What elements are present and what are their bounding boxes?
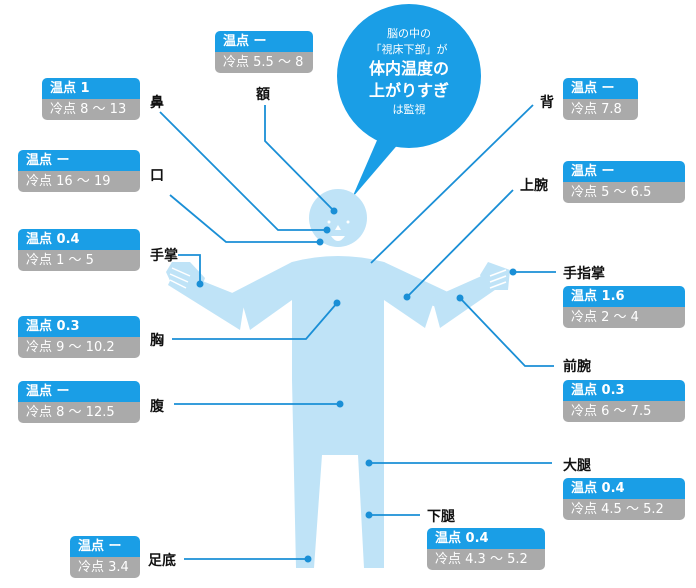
chest-label: 胸 <box>150 333 164 349</box>
lower-leg-sensor-box: 温点 0.4 冷点 4.3 〜 5.2 <box>427 528 545 570</box>
sensor-dots <box>196 207 517 563</box>
thigh-label: 大腿 <box>563 458 591 474</box>
warm-point-value: 温点 0.4 <box>563 478 685 499</box>
cold-point-value: 冷点 8 〜 12.5 <box>18 402 140 423</box>
nose-sensor-box: 温点 1 冷点 8 〜 13 <box>42 78 140 120</box>
upper-arm-label: 上腕 <box>520 178 548 194</box>
forearm-label: 前腕 <box>563 359 591 375</box>
cold-point-value: 冷点 3.4 <box>70 557 140 578</box>
cold-point-value: 冷点 5.5 〜 8 <box>215 52 313 73</box>
cold-point-value: 冷点 4.5 〜 5.2 <box>563 499 685 520</box>
sole-label: 足底 <box>148 553 176 569</box>
speech-bubble <box>337 4 481 198</box>
cold-point-value: 冷点 2 〜 4 <box>563 307 685 328</box>
forearm-sensor-box: 温点 0.3 冷点 6 〜 7.5 <box>563 380 685 422</box>
cold-point-value: 冷点 9 〜 10.2 <box>18 337 140 358</box>
cold-point-value: 冷点 8 〜 13 <box>42 99 140 120</box>
warm-point-value: 温点 ー <box>563 161 685 182</box>
lower-leg-label: 下腿 <box>427 509 455 525</box>
bubble-line-3: 体内温度の <box>368 59 449 78</box>
warm-point-value: 温点 ー <box>18 381 140 402</box>
bubble-line-1: 脳の中の <box>387 27 431 40</box>
forehead-sensor-box: 温点 ー 冷点 5.5 〜 8 <box>215 31 313 73</box>
cold-point-value: 冷点 6 〜 7.5 <box>563 401 685 422</box>
warm-point-value: 温点 ー <box>563 78 638 99</box>
warm-point-value: 温点 ー <box>18 150 140 171</box>
warm-point-value: 温点 0.3 <box>563 380 685 401</box>
warm-point-value: 温点 0.3 <box>18 316 140 337</box>
abdomen-label: 腹 <box>150 399 164 415</box>
cold-point-value: 冷点 4.3 〜 5.2 <box>427 549 545 570</box>
nose-label: 鼻 <box>150 95 164 111</box>
thigh-sensor-box: 温点 0.4 冷点 4.5 〜 5.2 <box>563 478 685 520</box>
palm-sensor-box: 温点 0.4 冷点 1 〜 5 <box>18 229 140 271</box>
warm-point-value: 温点 ー <box>70 536 140 557</box>
upper-arm-sensor-box: 温点 ー 冷点 5 〜 6.5 <box>563 161 685 203</box>
forehead-label: 額 <box>256 87 270 103</box>
back-of-hand-label: 手指掌 <box>563 266 605 282</box>
face <box>327 220 350 241</box>
bubble-line-2: 「視床下部」が <box>370 43 448 56</box>
warm-point-value: 温点 0.4 <box>427 528 545 549</box>
cold-point-value: 冷点 16 〜 19 <box>18 171 140 192</box>
back-label: 背 <box>540 95 554 111</box>
warm-point-value: 温点 ー <box>215 31 313 52</box>
warm-point-value: 温点 0.4 <box>18 229 140 250</box>
mouth-label: 口 <box>150 168 164 184</box>
abdomen-sensor-box: 温点 ー 冷点 8 〜 12.5 <box>18 381 140 423</box>
leader-lines <box>159 104 556 560</box>
back-sensor-box: 温点 ー 冷点 7.8 <box>563 78 638 120</box>
cold-point-value: 冷点 5 〜 6.5 <box>563 182 685 203</box>
cold-point-value: 冷点 1 〜 5 <box>18 250 140 271</box>
bubble-line-4: 上がりすぎ <box>368 81 449 100</box>
speech-bubble-text: 脳の中の 「視床下部」が 体内温度の 上がりすぎ は監視 <box>344 26 474 118</box>
warm-point-value: 温点 1.6 <box>563 286 685 307</box>
palm-label: 手掌 <box>150 248 178 264</box>
finger-lines <box>169 267 507 289</box>
back-of-hand-sensor-box: 温点 1.6 冷点 2 〜 4 <box>563 286 685 328</box>
sole-sensor-box: 温点 ー 冷点 3.4 <box>70 536 140 578</box>
mouth-sensor-box: 温点 ー 冷点 16 〜 19 <box>18 150 140 192</box>
bubble-line-5: は監視 <box>392 103 426 116</box>
cold-point-value: 冷点 7.8 <box>563 99 638 120</box>
chest-sensor-box: 温点 0.3 冷点 9 〜 10.2 <box>18 316 140 358</box>
warm-point-value: 温点 1 <box>42 78 140 99</box>
